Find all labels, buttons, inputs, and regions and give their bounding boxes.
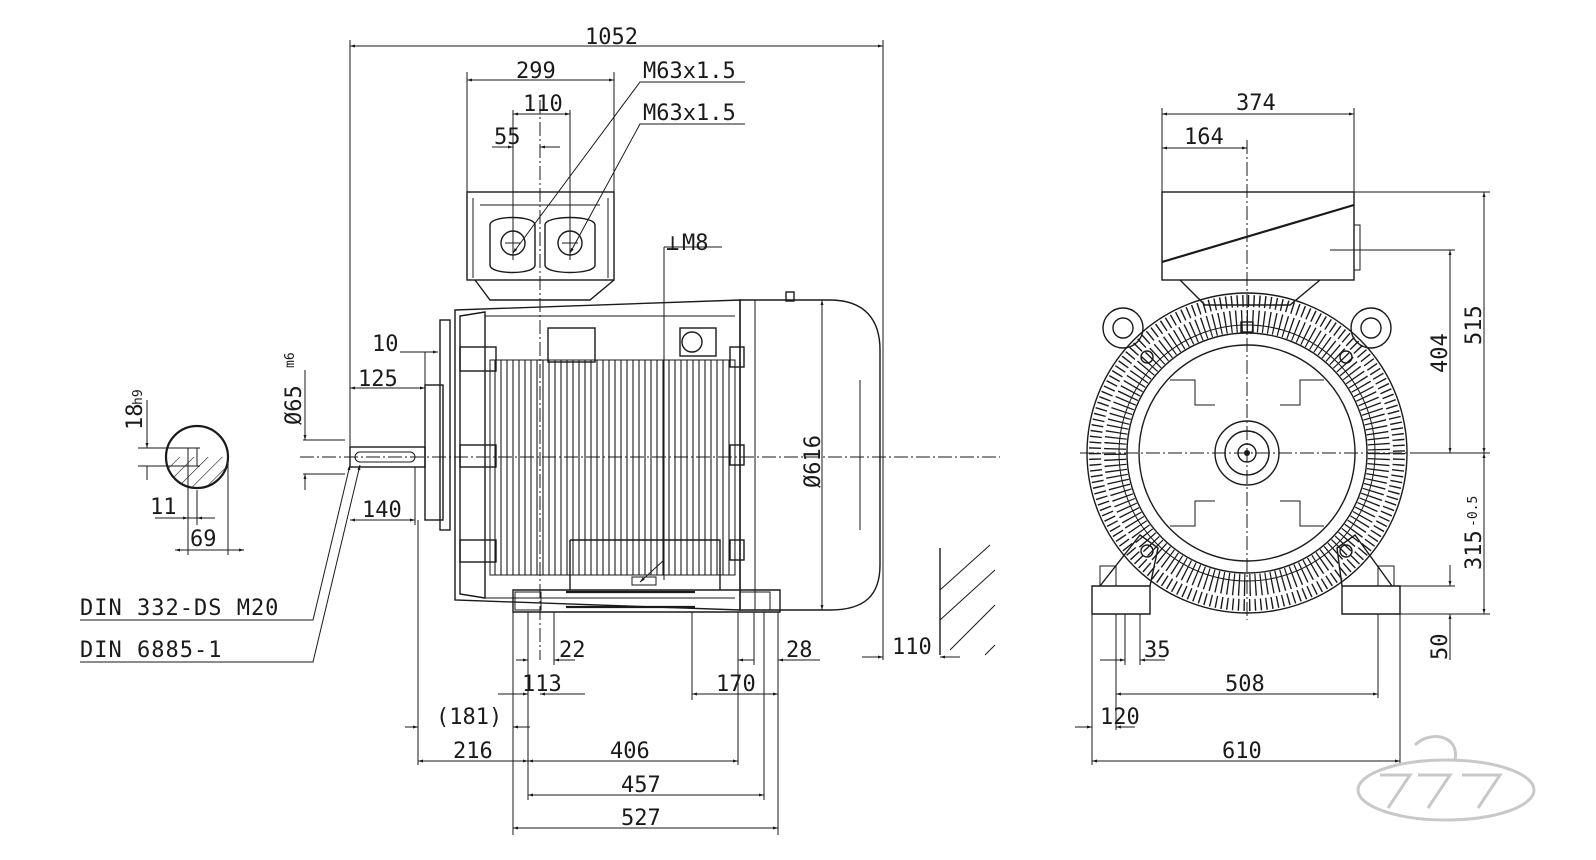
- end-view-labels: 374 164 515 404 315 -0.5 50 35 508 120 6…: [1100, 91, 1487, 764]
- foot-slot-right-label: 170: [716, 672, 756, 697]
- key-width-label: 18: [123, 404, 148, 431]
- foot-hole-left-label: 22: [559, 638, 586, 663]
- overall-length-label: 1052: [585, 25, 638, 50]
- foot-thickness-label: 50: [1428, 634, 1453, 661]
- foot-hole-span-label: 508: [1225, 672, 1265, 697]
- key-length-label: 140: [362, 498, 402, 523]
- shaft-height-label: 315: [1462, 530, 1487, 570]
- base-width-label: 610: [1222, 739, 1262, 764]
- gland-thread-1-label: M63x1.5: [643, 59, 736, 84]
- motor-side-view: [300, 100, 1000, 660]
- side-view-labels: 1052 299 110 55 M63x1.5 M63x1.5 M8 ⊥ 10 …: [80, 25, 932, 831]
- key-section-view: 18 h9 11 69: [123, 389, 244, 555]
- key-tolerance-label: h9: [131, 389, 146, 405]
- shaft-to-foot-label: (181): [436, 705, 502, 730]
- key-standard-note: DIN 6885-1: [80, 638, 222, 663]
- foot-slot-left-label: 113: [522, 672, 562, 697]
- earth-symbol: ⊥: [666, 231, 679, 256]
- gland-spacing-label: 110: [523, 92, 563, 117]
- shaft-diameter-label: Ø65: [282, 385, 307, 425]
- earth-thread-label: M8: [682, 231, 709, 256]
- foot-length-label: 527: [621, 806, 661, 831]
- shaft-tolerance-label: m6: [283, 352, 298, 368]
- shaft-height-key-label: 69: [190, 527, 217, 552]
- terminal-box-width-label: 299: [516, 59, 556, 84]
- foot-width-label: 120: [1100, 705, 1140, 730]
- box-height-label: 404: [1428, 333, 1453, 373]
- motor-end-view: [1080, 140, 1420, 620]
- foot-hole-pitch-label: 406: [610, 739, 650, 764]
- key-depth-label: 11: [150, 495, 177, 520]
- shaft-extension-end-label: 110: [892, 635, 932, 660]
- shaft-length-label: 125: [358, 367, 398, 392]
- center-hole-standard-note: DIN 332-DS M20: [80, 596, 279, 621]
- end-view-dimension-lines: [1075, 108, 1490, 765]
- total-height-label: 515: [1462, 305, 1487, 345]
- gland-offset-label: 55: [494, 125, 521, 150]
- gland-thread-2-label: M63x1.5: [643, 101, 736, 126]
- shaft-height-tolerance-label: -0.5: [1466, 496, 1481, 527]
- watermark-logo: [1356, 735, 1536, 822]
- foot-hole-dia-side-label: 35: [1144, 638, 1171, 663]
- box-side-width-label: 374: [1236, 91, 1276, 116]
- side-view-dimension-lines: [80, 40, 960, 835]
- foot-hole-pitch-long-label: 457: [621, 773, 661, 798]
- flange-diameter-label: Ø616: [801, 435, 826, 488]
- foot-hole-right-label: 28: [786, 638, 813, 663]
- keyway-offset-label: 10: [372, 332, 399, 357]
- box-side-offset-label: 164: [1184, 125, 1224, 150]
- shaft-shoulder-to-hole-label: 216: [453, 739, 493, 764]
